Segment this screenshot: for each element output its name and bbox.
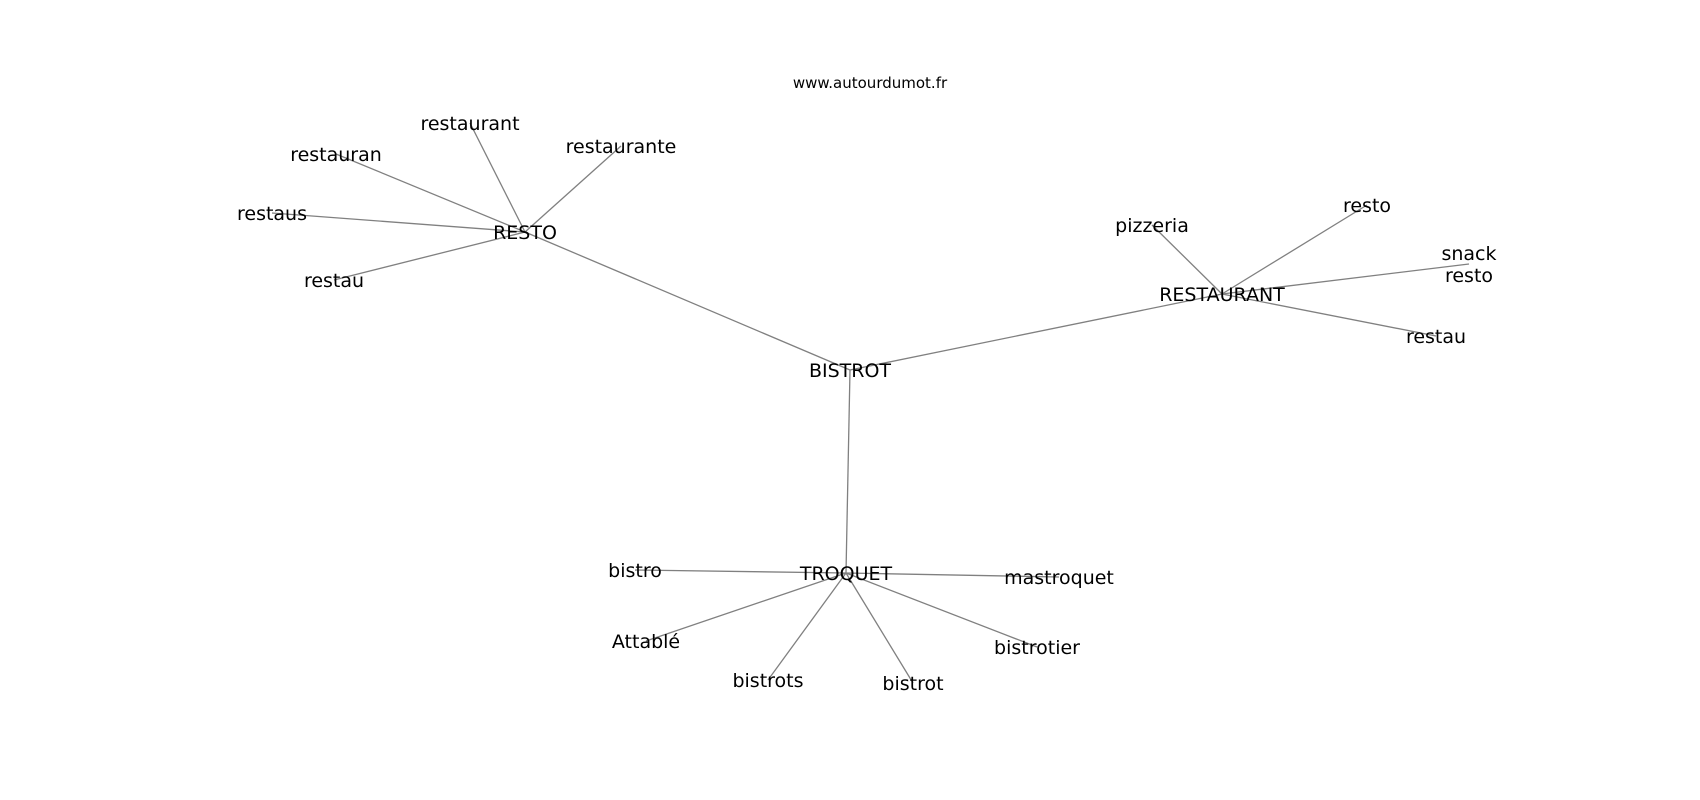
node-resto-hub: RESTO bbox=[493, 222, 557, 244]
node-restau-left: restau bbox=[304, 270, 364, 292]
edge-restaurant_hub-pizzeria bbox=[1151, 224, 1223, 295]
nodes-group: BISTROT RESTO RESTAURANT TROQUET restaurant r… bbox=[237, 113, 1497, 695]
node-bistrotier: bistrotier bbox=[994, 637, 1080, 659]
edges-group bbox=[271, 122, 1470, 684]
source-label: www.autourdumot.fr bbox=[793, 74, 948, 92]
edge-resto_hub-restaurant bbox=[469, 122, 526, 233]
node-pizzeria: pizzeria bbox=[1115, 215, 1189, 237]
edge-resto_hub-restauran bbox=[335, 153, 526, 233]
node-bistrot: bistrot bbox=[882, 673, 943, 695]
node-restau-right: restau bbox=[1406, 326, 1466, 348]
node-bistro: bistro bbox=[608, 560, 662, 582]
edge-troquet_hub-bistrotier bbox=[845, 572, 1038, 648]
node-attable: Attablé bbox=[612, 631, 680, 653]
node-mastroquet: mastroquet bbox=[1004, 567, 1114, 589]
edge-bistrot_center-troquet_hub bbox=[845, 369, 851, 574]
edge-restaurant_hub-resto bbox=[1221, 204, 1368, 295]
node-bistrot-center: BISTROT bbox=[809, 360, 891, 382]
node-resto: resto bbox=[1343, 195, 1391, 217]
node-restaurant: restaurant bbox=[420, 113, 519, 135]
edge-resto_hub-restau_left bbox=[333, 231, 526, 281]
node-troquet-hub: TROQUET bbox=[799, 563, 893, 585]
edge-bistrot_center-restaurant_hub bbox=[849, 293, 1223, 371]
edge-troquet_hub-bistrots bbox=[767, 572, 847, 681]
edge-bistrot_center-resto_hub bbox=[524, 231, 851, 371]
edge-troquet_hub-mastroquet bbox=[845, 572, 1060, 578]
edge-restaurant_hub-restau_right bbox=[1221, 293, 1437, 337]
node-restaus: restaus bbox=[237, 203, 307, 225]
node-restaurante: restaurante bbox=[566, 136, 677, 158]
edge-troquet_hub-attable bbox=[645, 572, 847, 642]
edge-troquet_hub-bistro bbox=[634, 569, 847, 574]
edge-resto_hub-restaurante bbox=[524, 145, 622, 233]
node-restaurant-hub: RESTAURANT bbox=[1159, 284, 1285, 306]
edge-troquet_hub-bistrot bbox=[845, 572, 914, 684]
node-restauran: restauran bbox=[290, 144, 382, 166]
node-bistrots: bistrots bbox=[732, 670, 803, 692]
edge-resto_hub-restaus bbox=[271, 212, 526, 233]
edge-restaurant_hub-snack_resto bbox=[1221, 263, 1470, 295]
